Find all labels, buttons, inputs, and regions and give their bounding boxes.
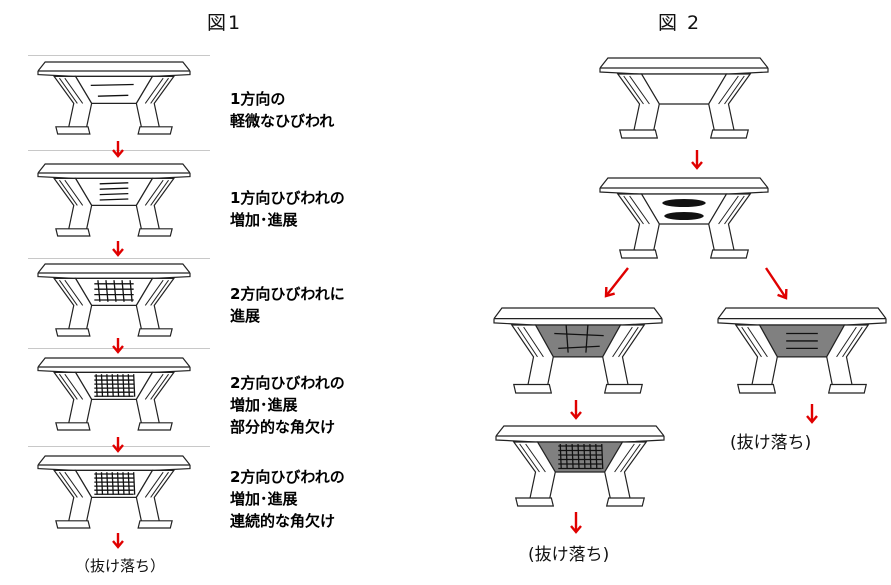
fig2-arrow-left-down bbox=[570, 400, 582, 420]
fig1-arrow-3 bbox=[112, 338, 124, 354]
fig2-step2-bridge bbox=[599, 177, 769, 259]
fig1-step3-bridge bbox=[37, 263, 191, 337]
fig1-step1-bridge bbox=[37, 61, 191, 135]
fig2-arrow-right-down bbox=[806, 404, 818, 424]
fig1-arrow-5 bbox=[112, 533, 124, 549]
fig2-arrow-right bbox=[765, 267, 788, 300]
fig1-step2-bridge bbox=[37, 163, 191, 237]
step3-caption: 2方向ひびわれに 進展 bbox=[230, 285, 345, 325]
step5-caption: 2方向ひびわれの 増加･進展 連続的な角欠け bbox=[230, 468, 345, 530]
fig2-arrow-bottom bbox=[570, 512, 582, 534]
step2-caption: 1方向ひびわれの 増加･進展 bbox=[230, 189, 345, 229]
figure1-end-label: （抜け落ち） bbox=[75, 557, 166, 575]
figure2-right-end-label: (抜け落ち) bbox=[730, 433, 812, 453]
step4-caption: 2方向ひびわれの 増加･進展 部分的な角欠け bbox=[230, 374, 345, 436]
figure2-title: 図 2 bbox=[658, 12, 702, 34]
fig1-arrow-1 bbox=[112, 141, 124, 158]
fig2-arrow-left bbox=[604, 267, 629, 298]
fig2-left-bridge bbox=[493, 307, 663, 394]
fig1-arrow-2 bbox=[112, 241, 124, 257]
fig1-arrow-4 bbox=[112, 437, 124, 453]
step1-caption: 1方向の 軽微なひびわれ bbox=[230, 90, 335, 130]
figure1-title: 図1 bbox=[207, 12, 243, 34]
fig2-step1-bridge bbox=[599, 57, 769, 139]
fig1-step4-bridge bbox=[37, 357, 191, 431]
fig2-arrow-1 bbox=[691, 150, 703, 170]
fig1-step5-bridge bbox=[37, 455, 191, 529]
fig2-right-bridge bbox=[717, 307, 887, 394]
fig2-bottom-bridge bbox=[495, 425, 665, 507]
figure2-left-end-label: (抜け落ち) bbox=[528, 545, 610, 565]
